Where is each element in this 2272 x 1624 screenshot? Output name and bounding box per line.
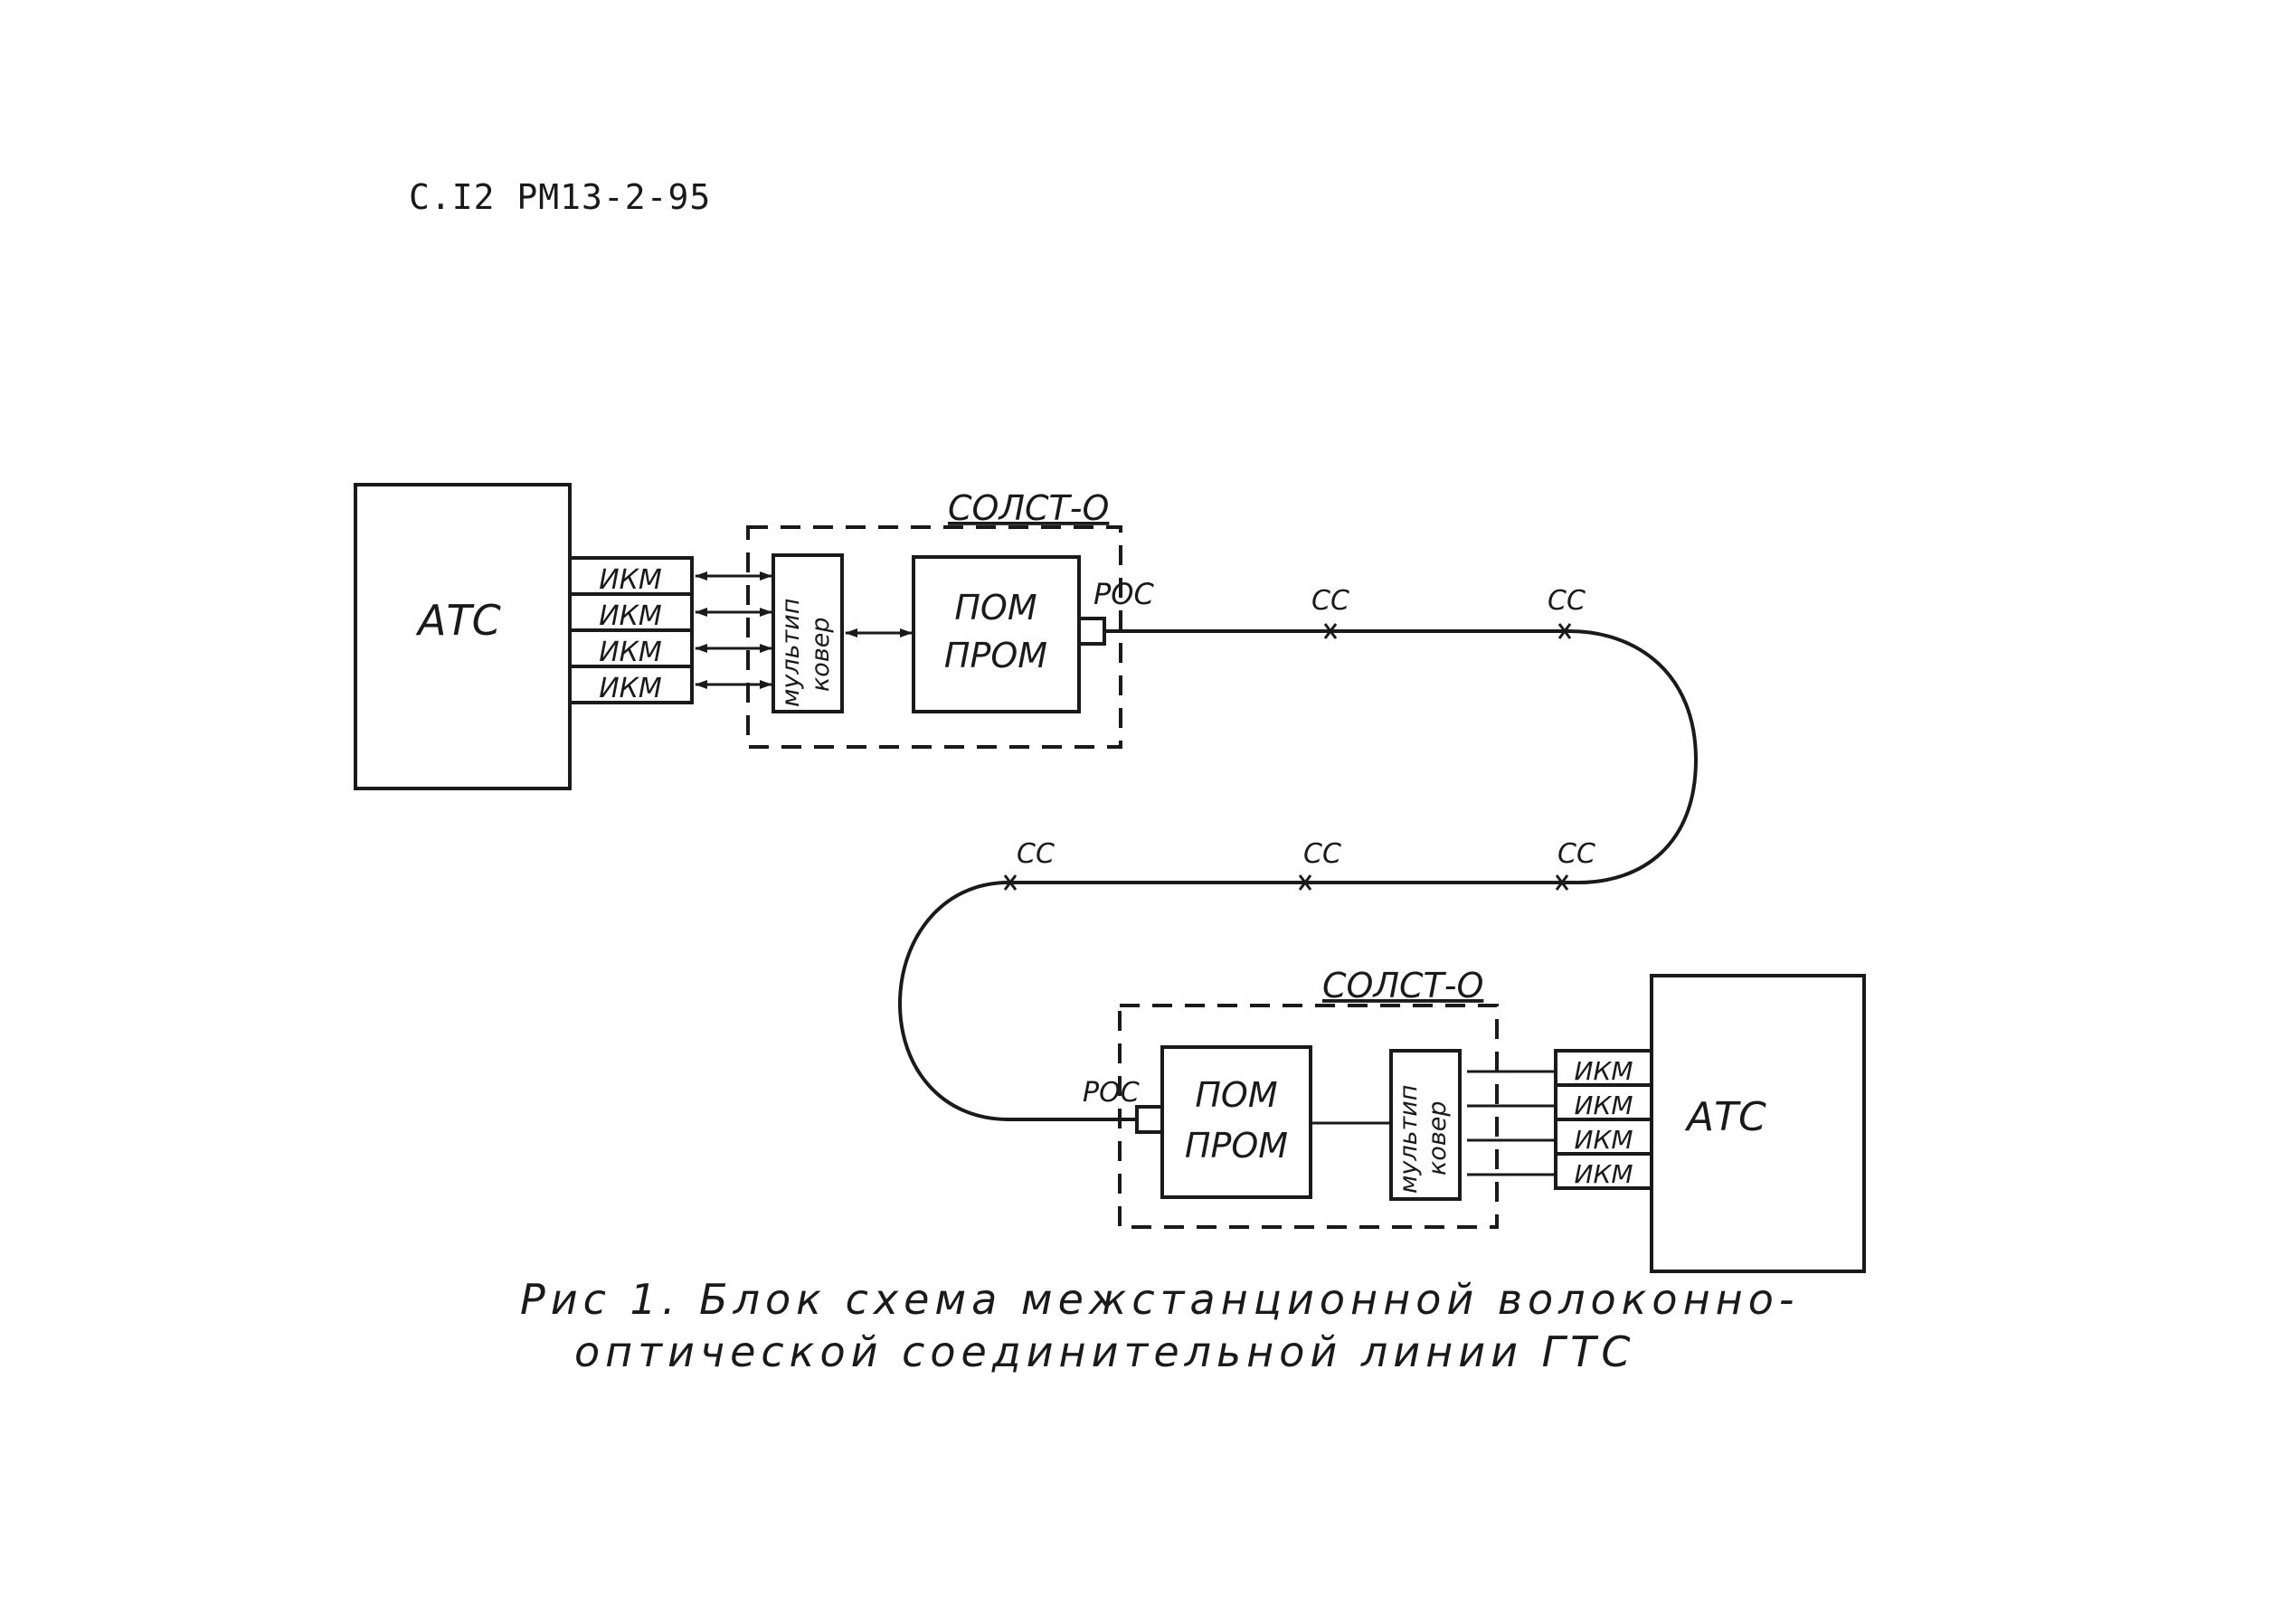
right-mux-box xyxy=(1389,1049,1462,1201)
left-solst-label: СОЛСТ-О xyxy=(948,488,1109,528)
splice-4-mark xyxy=(1298,874,1312,891)
right-ikm-4-label: ИКМ xyxy=(1575,1159,1633,1189)
caption-line-1: Рис 1. Блок схема межстанционной волокон… xyxy=(520,1275,1800,1324)
right-roc-connector xyxy=(1135,1105,1164,1134)
splice-2-label: СС xyxy=(1548,585,1586,617)
caption-line-2: оптической соединительной линии ГТС xyxy=(574,1327,1636,1376)
right-atc-box xyxy=(1650,974,1866,1273)
left-ikm-mux-links xyxy=(695,571,772,689)
left-ikm-1-label: ИКМ xyxy=(599,564,662,596)
left-ikm-3-label: ИКМ xyxy=(599,637,662,668)
right-mux-label-2: ковер xyxy=(1424,1101,1452,1176)
right-ikm-3-label: ИКМ xyxy=(1575,1125,1633,1155)
left-solst-boundary xyxy=(746,525,1122,749)
splice-5-label: СС xyxy=(1557,838,1595,870)
splice-4-label: СС xyxy=(1303,838,1341,870)
right-prom-label: ПРОМ xyxy=(1185,1126,1288,1166)
left-mux-label-2: ковер xyxy=(807,618,835,693)
splice-1-label: СС xyxy=(1311,585,1349,617)
right-pom-prom-box xyxy=(1160,1045,1312,1199)
right-solst-label: СОЛСТ-О xyxy=(1322,966,1483,1006)
left-roc-label: РОС xyxy=(1093,577,1154,611)
left-ikm-2-label: ИКМ xyxy=(599,600,662,632)
left-pom-prom-box xyxy=(912,555,1081,713)
right-atc-label: АТС xyxy=(1684,1094,1766,1140)
right-mux-label-1: мультип xyxy=(1395,1085,1423,1194)
right-pom-label: ПОМ xyxy=(1195,1075,1277,1115)
left-ikm-4-box xyxy=(568,665,694,704)
splice-marks xyxy=(1003,623,1572,891)
right-solst-boundary xyxy=(1118,1004,1499,1229)
left-prom-label: ПРОМ xyxy=(944,636,1047,675)
splice-2-mark xyxy=(1557,623,1572,639)
splice-1-mark xyxy=(1323,623,1338,639)
splice-5-mark xyxy=(1555,874,1569,891)
left-ikm-4-label: ИКМ xyxy=(599,673,662,704)
splice-3-label: СС xyxy=(1017,838,1055,870)
left-mux-label-1: мультип xyxy=(777,599,805,707)
fiber-optic-line xyxy=(897,629,1699,1121)
left-mux-box xyxy=(772,553,844,713)
right-mux-ikm-links xyxy=(1467,1070,1556,1176)
right-ikm-1-label: ИКМ xyxy=(1575,1056,1633,1086)
figure-caption: Рис 1. Блок схема межстанционной волокон… xyxy=(520,1273,1799,1378)
left-pom-label: ПОМ xyxy=(954,588,1037,628)
left-roc-connector xyxy=(1077,617,1106,646)
splice-3-mark xyxy=(1003,874,1018,891)
document-reference: С.І2 РМ13-2-95 xyxy=(409,177,712,217)
left-ikm-stack xyxy=(568,556,694,704)
right-roc-label: РОС xyxy=(1083,1077,1140,1109)
left-atc-label: АТС xyxy=(415,596,501,645)
right-ikm-2-label: ИКМ xyxy=(1575,1091,1633,1120)
